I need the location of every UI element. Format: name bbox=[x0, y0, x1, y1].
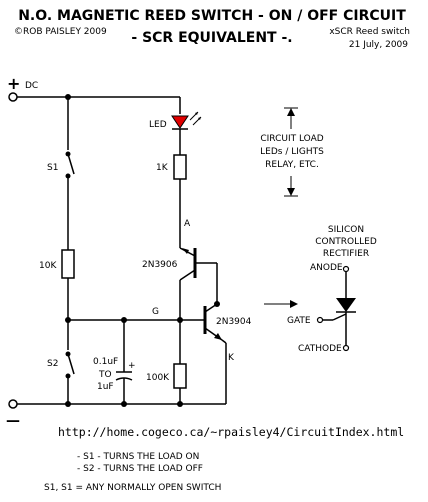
diagram-subtitle: - SCR EQUIVALENT -. bbox=[131, 30, 292, 46]
capacitor bbox=[115, 320, 133, 404]
q1-label: 2N3906 bbox=[142, 260, 178, 270]
led-symbol bbox=[171, 111, 202, 130]
s1-label: S1 bbox=[47, 163, 58, 173]
minus-sign: — bbox=[6, 413, 20, 429]
scr-line2: CONTROLLED bbox=[315, 237, 377, 247]
dc-label: DC bbox=[25, 81, 38, 91]
scr-gate-label: GATE bbox=[287, 316, 311, 326]
scr-cathode-label: CATHODE bbox=[298, 344, 342, 354]
note-s1: - S1 - TURNS THE LOAD ON bbox=[77, 452, 199, 462]
transistor-q1-2n3906 bbox=[179, 247, 218, 304]
cap-plus: + bbox=[128, 361, 136, 371]
load-line3: RELAY, ETC. bbox=[265, 160, 319, 170]
scr-symbol bbox=[316, 265, 356, 352]
plus-sign: + bbox=[7, 74, 20, 93]
cap-to-label: TO bbox=[98, 370, 112, 380]
q2-label: 2N3904 bbox=[216, 317, 252, 327]
scr-anode-label: ANODE bbox=[310, 263, 343, 273]
source-url: http://home.cogeco.ca/~rpaisley4/Circuit… bbox=[58, 425, 404, 439]
node-k-label: K bbox=[228, 353, 235, 363]
scr-line1: SILICON bbox=[328, 225, 364, 235]
positive-rail bbox=[8, 92, 180, 102]
ground-rail bbox=[8, 399, 226, 409]
s2-label: S2 bbox=[47, 359, 58, 369]
note-switch: S1, S1 = ANY NORMALLY OPEN SWITCH bbox=[44, 483, 221, 493]
file-name-text: xSCR Reed switch bbox=[329, 27, 410, 37]
transistor-q2-2n3904 bbox=[203, 303, 227, 404]
note-s2: - S2 - TURNS THE LOAD OFF bbox=[77, 464, 203, 474]
diagram-title: N.O. MAGNETIC REED SWITCH - ON / OFF CIR… bbox=[18, 8, 406, 24]
scr-line3: RECTIFIER bbox=[323, 249, 369, 259]
r10k-label: 10K bbox=[39, 261, 57, 271]
r100k-label: 100K bbox=[146, 373, 170, 383]
resistor-1k bbox=[173, 154, 187, 180]
resistor-100k bbox=[173, 320, 187, 404]
led-label: LED bbox=[149, 120, 167, 130]
cap-value-label: 0.1uF bbox=[93, 357, 118, 367]
resistor-10k bbox=[61, 249, 75, 350]
cap-value2-label: 1uF bbox=[97, 382, 114, 392]
load-line1: CIRCUIT LOAD bbox=[260, 134, 323, 144]
switch-s2 bbox=[65, 351, 75, 404]
switch-s1 bbox=[65, 97, 75, 250]
node-g-label: G bbox=[152, 307, 159, 317]
date-text: 21 July, 2009 bbox=[349, 40, 408, 50]
copyright-text: ©ROB PAISLEY 2009 bbox=[14, 27, 107, 37]
equivalence-arrow bbox=[264, 300, 298, 308]
load-arrows bbox=[284, 107, 298, 197]
load-line2: LEDs / LIGHTS bbox=[260, 147, 324, 157]
node-a-label: A bbox=[184, 219, 191, 229]
r1k-label: 1K bbox=[156, 163, 169, 173]
